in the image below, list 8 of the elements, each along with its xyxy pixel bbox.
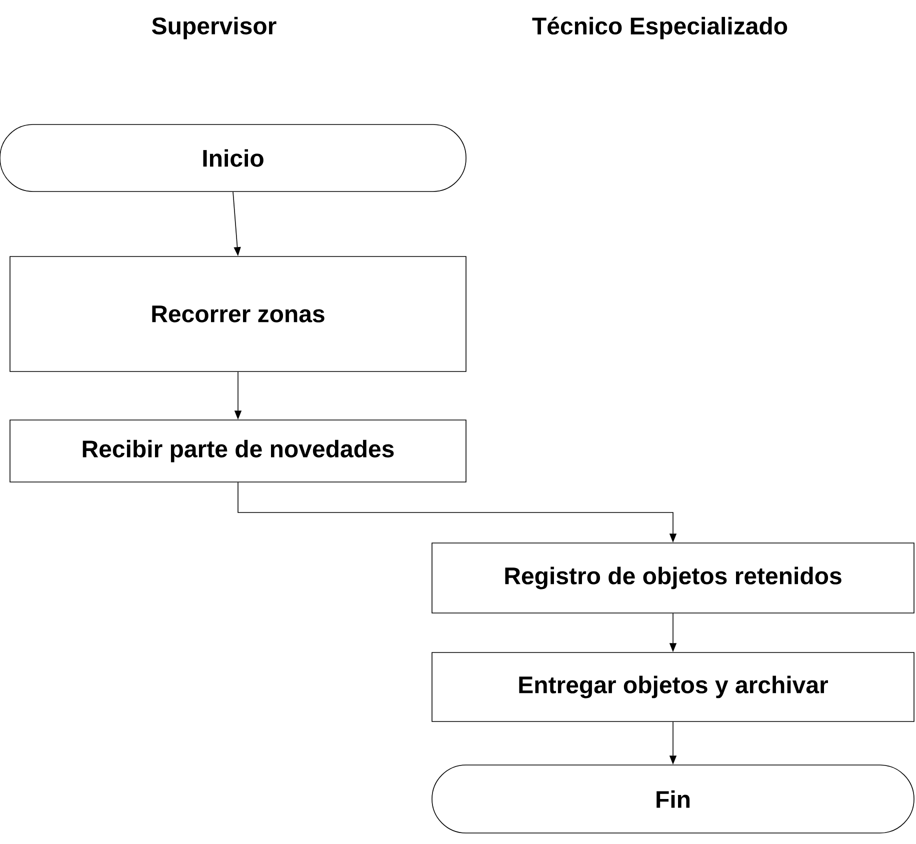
process-box: Entregar objetos y archivar <box>432 652 914 722</box>
column-heading: Supervisor <box>152 16 276 40</box>
process-box: Recibir parte de novedades <box>10 420 466 482</box>
column-heading: Técnico Especializado <box>532 16 788 40</box>
terminal-box: Fin <box>432 764 914 834</box>
process-box: Recorrer zonas <box>10 256 466 372</box>
terminal-box: Inicio <box>0 124 466 192</box>
process-box: Registro de objetos retenidos <box>432 542 914 614</box>
